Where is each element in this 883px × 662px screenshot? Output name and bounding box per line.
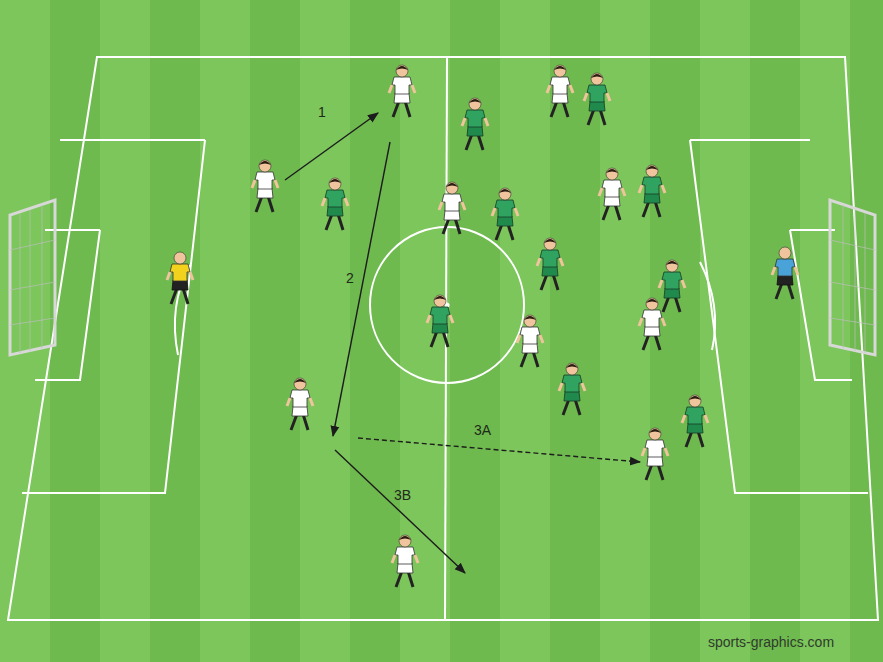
callout-number: 3B: [394, 487, 411, 503]
callout-number: 1: [318, 104, 326, 120]
watermark: sports-graphics.com: [708, 634, 834, 650]
callout-number: 2: [346, 270, 354, 286]
callout-number: 3A: [474, 422, 491, 438]
